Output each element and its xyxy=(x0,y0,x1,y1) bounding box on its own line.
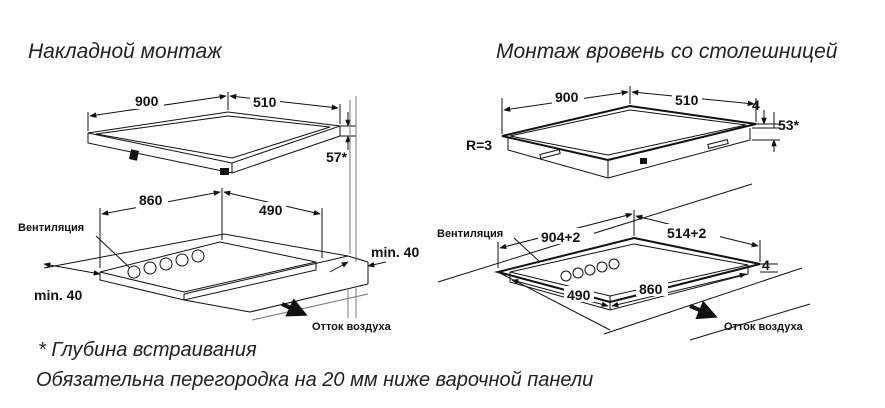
partition-note: Обязательна перегородка на 20 мм ниже ва… xyxy=(36,369,593,391)
title-surface-mount: Накладной монтаж xyxy=(28,40,223,63)
left-hob-depth-label: 510 xyxy=(253,94,277,110)
depth-note: * Глубина встраивания xyxy=(38,339,257,361)
left-cutout-dimensions xyxy=(43,188,387,276)
left-min-right-label: min. 40 xyxy=(371,244,419,260)
right-rebate-width-label: 904+2 xyxy=(541,229,581,245)
left-hob-width-label: 900 xyxy=(135,93,159,109)
left-ventilation-label: Вентиляция xyxy=(18,222,84,234)
right-airflow-arrow-icon xyxy=(689,300,718,320)
right-hob-depth-label: 510 xyxy=(675,92,699,108)
right-height-label: 53* xyxy=(778,117,800,133)
left-hob-drawing xyxy=(87,111,341,175)
left-cutout-width-label: 860 xyxy=(139,192,163,208)
right-hob-width-label: 900 xyxy=(555,89,579,105)
right-worktop-drawing xyxy=(437,183,811,341)
right-cutout-width-label: 860 xyxy=(639,281,663,297)
right-hob-drawing xyxy=(501,104,757,179)
right-top-offset-label: 4 xyxy=(752,97,760,113)
left-cutout-depth-label: 490 xyxy=(259,202,283,218)
left-min-left-label: min. 40 xyxy=(34,287,82,303)
right-cutout-depth-label: 490 xyxy=(567,287,591,303)
title-flush-mount: Монтаж вровень со столешницей xyxy=(496,40,838,63)
right-ventilation-label: Вентиляция xyxy=(437,228,503,240)
left-airflow-arrow-icon xyxy=(281,298,308,317)
right-rebate-offset-label: 4 xyxy=(762,257,770,273)
right-airflow-label: Отток воздуха xyxy=(724,321,804,333)
right-rebate-depth-label: 514+2 xyxy=(667,225,707,241)
left-worktop-drawing xyxy=(43,96,369,321)
right-radius-label: R=3 xyxy=(466,137,492,153)
left-height-label: 57* xyxy=(326,149,348,165)
left-airflow-label: Отток воздуха xyxy=(312,321,392,333)
